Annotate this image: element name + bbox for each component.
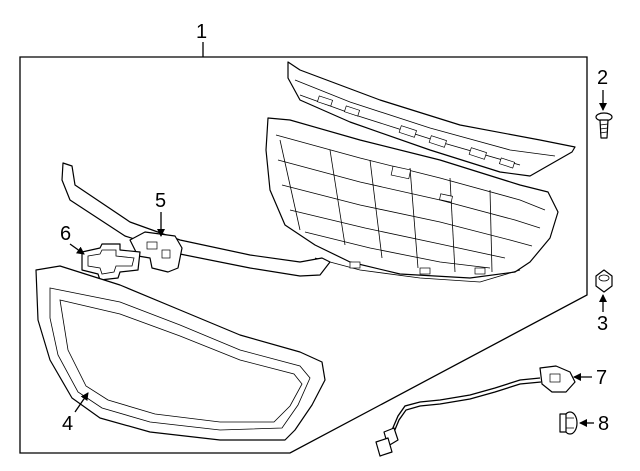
callout-1: 1 [196, 21, 207, 43]
grille-surround [35, 265, 326, 441]
sensor-harness [375, 365, 576, 457]
screw [595, 112, 613, 139]
callout-8: 8 [598, 413, 609, 435]
callout-6-leader [69, 243, 85, 255]
callout-5: 5 [155, 190, 166, 212]
grille-assembly [265, 61, 576, 283]
assembly-boundary [19, 56, 588, 454]
nut [595, 269, 613, 293]
callout-7: 7 [596, 367, 607, 389]
push-retainer [559, 411, 578, 435]
callout-4: 4 [62, 413, 73, 435]
callout-6: 6 [60, 223, 71, 245]
callout-4-leader [74, 392, 89, 413]
callout-3: 3 [597, 313, 608, 335]
grille-molding [61, 162, 331, 277]
bowtie-emblem [81, 243, 141, 281]
callout-2: 2 [597, 67, 608, 89]
